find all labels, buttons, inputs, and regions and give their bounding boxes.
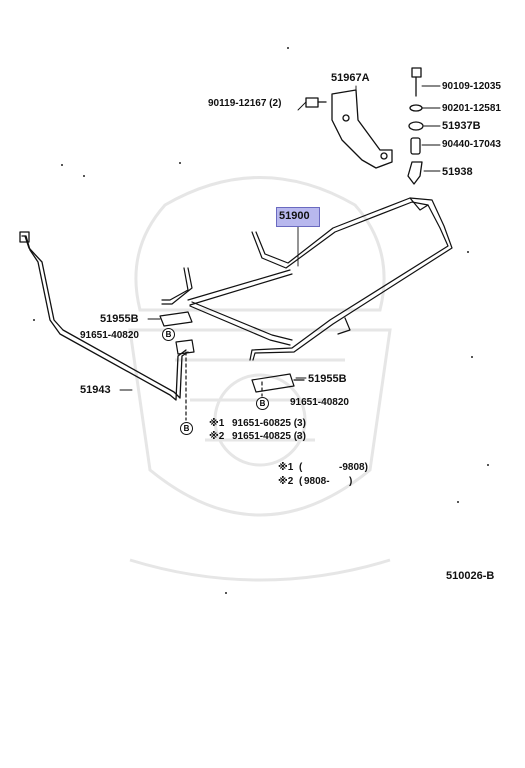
part-label-spacer[interactable]: 51937B (442, 120, 481, 132)
bracket-left-51955b (159, 311, 195, 421)
note-part-1-mark: ※1 (209, 418, 225, 429)
part-label-hook[interactable]: 51938 (442, 166, 473, 178)
diagram-code: 510026-B (446, 570, 495, 582)
part-label-bolt-a[interactable]: 90119-12167 (2) (208, 98, 282, 109)
legend-2-range: 9808- ) (304, 476, 353, 487)
legend-2-open: ( (299, 476, 303, 487)
bracket-51967a (331, 89, 393, 169)
watermark-emblem (128, 176, 392, 582)
note-part-1-number[interactable]: 91651-60825 (3) (232, 418, 306, 429)
part-label-cable[interactable]: 51943 (80, 384, 111, 396)
part-label-51967a[interactable]: 51967A (331, 72, 370, 84)
note-part-2-number[interactable]: 91651-40825 (3) (232, 431, 306, 442)
legend-1-open: ( (299, 462, 303, 473)
part-label-bracket-left[interactable]: 51955B (100, 313, 139, 325)
part-label-bolt-left[interactable]: 91651-40820 (80, 330, 139, 341)
part-label-bracket-right[interactable]: 51955B (308, 373, 347, 385)
speck-marks (33, 47, 489, 594)
legend-1-mark: ※1 (278, 462, 294, 473)
legend-1-range: -9808) (339, 462, 368, 473)
part-label-washer[interactable]: 90201-12581 (442, 103, 501, 114)
bracket-right-51955b (251, 373, 305, 397)
part-label-bolt-right[interactable]: 91651-40820 (290, 397, 349, 408)
cable-51943 (19, 231, 189, 401)
part-label-bolt-b[interactable]: 90109-12035 (442, 81, 501, 92)
legend-2-mark: ※2 (278, 476, 294, 487)
hardware-stack (407, 67, 424, 185)
bolt-callout-badge-left: B (162, 328, 175, 341)
leader-lines (119, 85, 441, 391)
main-part-highlight[interactable] (276, 207, 320, 227)
bolt-90119 (305, 97, 327, 108)
bolt-callout-badge-right: B (256, 397, 269, 410)
brake-tube-assembly (161, 197, 453, 361)
main-part-label[interactable]: 51900 (279, 210, 310, 222)
part-label-collar[interactable]: 90440-17043 (442, 139, 501, 150)
bolt-callout-badge-notes: B (180, 422, 193, 435)
note-part-2-mark: ※2 (209, 431, 225, 442)
